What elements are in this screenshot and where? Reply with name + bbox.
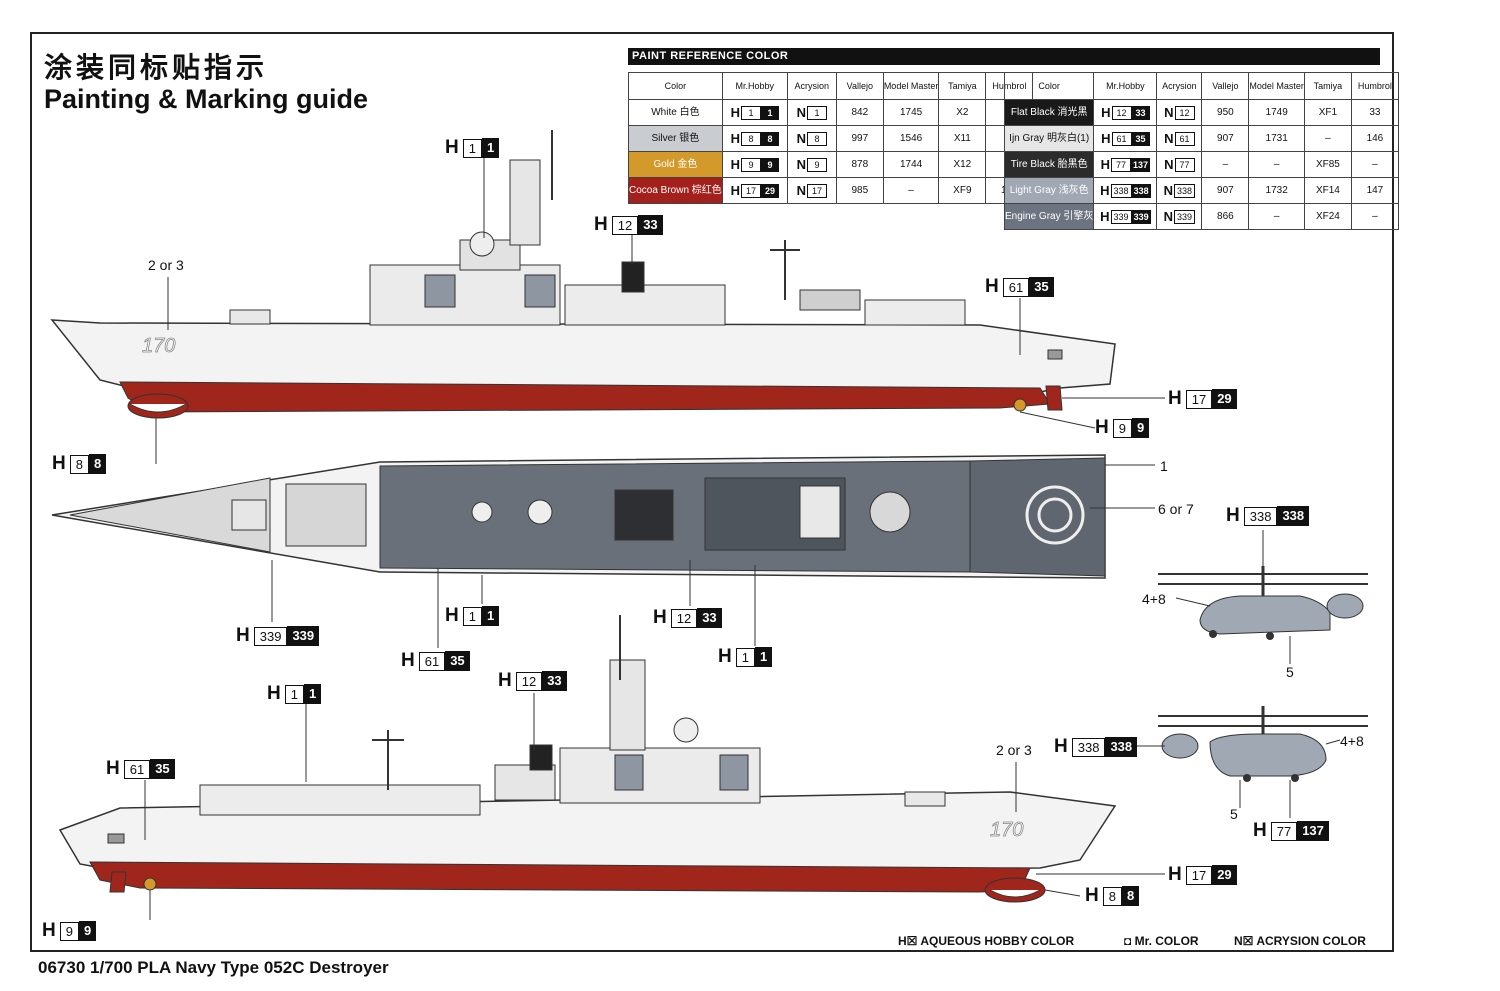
legend-acrysion: N☒ ACRYSION COLOR: [1234, 934, 1366, 948]
vallejo-code: 866: [1201, 203, 1250, 230]
tamiya-code: XF24: [1303, 203, 1352, 230]
column-header: Model Master: [1248, 72, 1305, 100]
legend-mr-color: ◘ Mr. COLOR: [1124, 934, 1199, 948]
tamiya-code: X12: [938, 151, 987, 178]
leader-lines: [144, 157, 1341, 920]
humbrol-code: 33: [1350, 99, 1399, 126]
vallejo-code: 907: [1201, 177, 1250, 204]
tamiya-code: X11: [938, 125, 987, 152]
hull-number-top: 170: [142, 335, 175, 357]
guide-frame: [30, 32, 1394, 952]
color-swatch: Tire Black 胎黑色: [1003, 151, 1095, 178]
column-header: Acrysion: [786, 72, 837, 100]
marking-2or3-bottom: 2 or 3: [996, 742, 1032, 758]
mm-code: 1731: [1248, 125, 1305, 152]
humbrol-code: –: [1350, 203, 1399, 230]
vallejo-code: 950: [1201, 99, 1250, 126]
vallejo-code: 842: [835, 99, 884, 126]
marking-1: 1: [1160, 458, 1168, 474]
vallejo-code: 985: [835, 177, 884, 204]
legend-aqueous: H☒ AQUEOUS HOBBY COLOR: [898, 934, 1075, 948]
tamiya-code: XF85: [1303, 151, 1352, 178]
color-swatch: Silver 银色: [628, 125, 723, 152]
marking-2or3-top: 2 or 3: [148, 257, 184, 273]
mm-code: –: [882, 177, 940, 204]
paint-reference-table: PAINT REFERENCE COLOR: [628, 48, 1380, 65]
deck-plan-view: [51, 454, 1106, 579]
color-swatch: Cocoa Brown 棕红色: [628, 177, 723, 204]
column-header: Humbrol: [1350, 72, 1399, 100]
hull-number-bottom: 170: [990, 819, 1023, 841]
marking-5-bottom: 5: [1230, 806, 1238, 822]
tamiya-code: XF9: [938, 177, 987, 204]
paint-table-header: PAINT REFERENCE COLOR: [628, 48, 1380, 65]
color-swatch: Engine Gray 引擎灰: [1003, 203, 1095, 230]
marking-4-8-top: 4+8: [1142, 591, 1166, 607]
column-header: Mr.Hobby: [1093, 72, 1158, 100]
title-english: Painting & Marking guide: [44, 84, 369, 114]
helicopter-side-bottom: [1158, 706, 1368, 782]
tamiya-code: X2: [938, 99, 987, 126]
color-swatch: Ijn Gray 明灰白(1): [1003, 125, 1095, 152]
helicopter-side-top: [1158, 566, 1368, 640]
column-header: Acrysion: [1156, 72, 1203, 100]
title-chinese: 涂装同标贴指示: [44, 51, 269, 84]
marking-6or7: 6 or 7: [1158, 501, 1194, 517]
marking-5-top: 5: [1286, 664, 1294, 680]
marking-4-8-bottom: 4+8: [1340, 733, 1364, 749]
side-view-top: 170: [50, 130, 1116, 419]
vallejo-code: 997: [835, 125, 884, 152]
color-swatch: Flat Black 消光黑: [1003, 99, 1095, 126]
vallejo-code: –: [1201, 151, 1250, 178]
column-header: Vallejo: [835, 72, 884, 100]
side-view-bottom: 170: [58, 615, 1117, 903]
column-header: Tamiya: [1303, 72, 1352, 100]
mm-code: 1749: [1248, 99, 1305, 126]
kit-caption: 06730 1/700 PLA Navy Type 052C Destroyer: [38, 958, 389, 977]
